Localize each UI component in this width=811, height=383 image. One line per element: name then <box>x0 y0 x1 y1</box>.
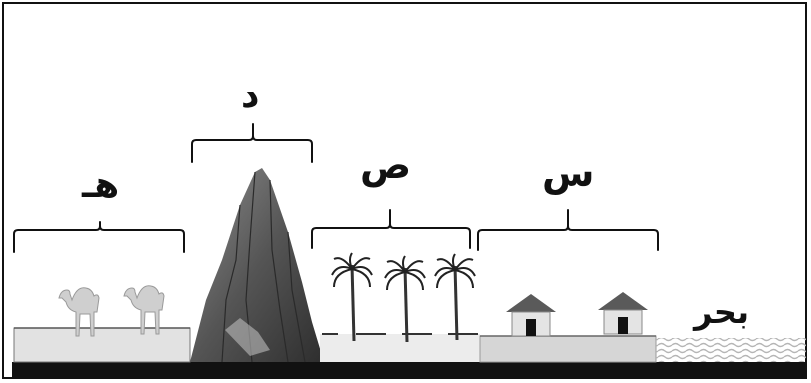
sea-label: بحر <box>694 293 749 331</box>
house-icon <box>598 292 648 335</box>
mountain-icon <box>190 168 324 363</box>
bracket-d <box>191 123 313 163</box>
bracket-h <box>13 221 185 253</box>
camel-icon <box>58 287 100 337</box>
palm-tree-icon <box>434 253 476 341</box>
oasis-ground <box>320 334 480 362</box>
region-label-s-sad: ص <box>360 143 412 187</box>
base-strip <box>12 362 805 379</box>
camel-icon <box>123 285 165 335</box>
region-label-h: هـ <box>82 165 120 206</box>
region-label-s-seen: س <box>542 151 595 195</box>
palm-tree-icon <box>384 255 426 343</box>
bracket-s-seen <box>477 209 659 251</box>
palm-tree-icon <box>331 252 373 342</box>
wave-icon <box>656 338 806 362</box>
house-icon <box>506 294 556 337</box>
diagram-frame <box>2 2 807 379</box>
bracket-s-sad <box>311 209 471 249</box>
desert-ground <box>13 327 191 363</box>
village-ground <box>479 335 657 363</box>
region-label-d: د <box>241 75 260 116</box>
